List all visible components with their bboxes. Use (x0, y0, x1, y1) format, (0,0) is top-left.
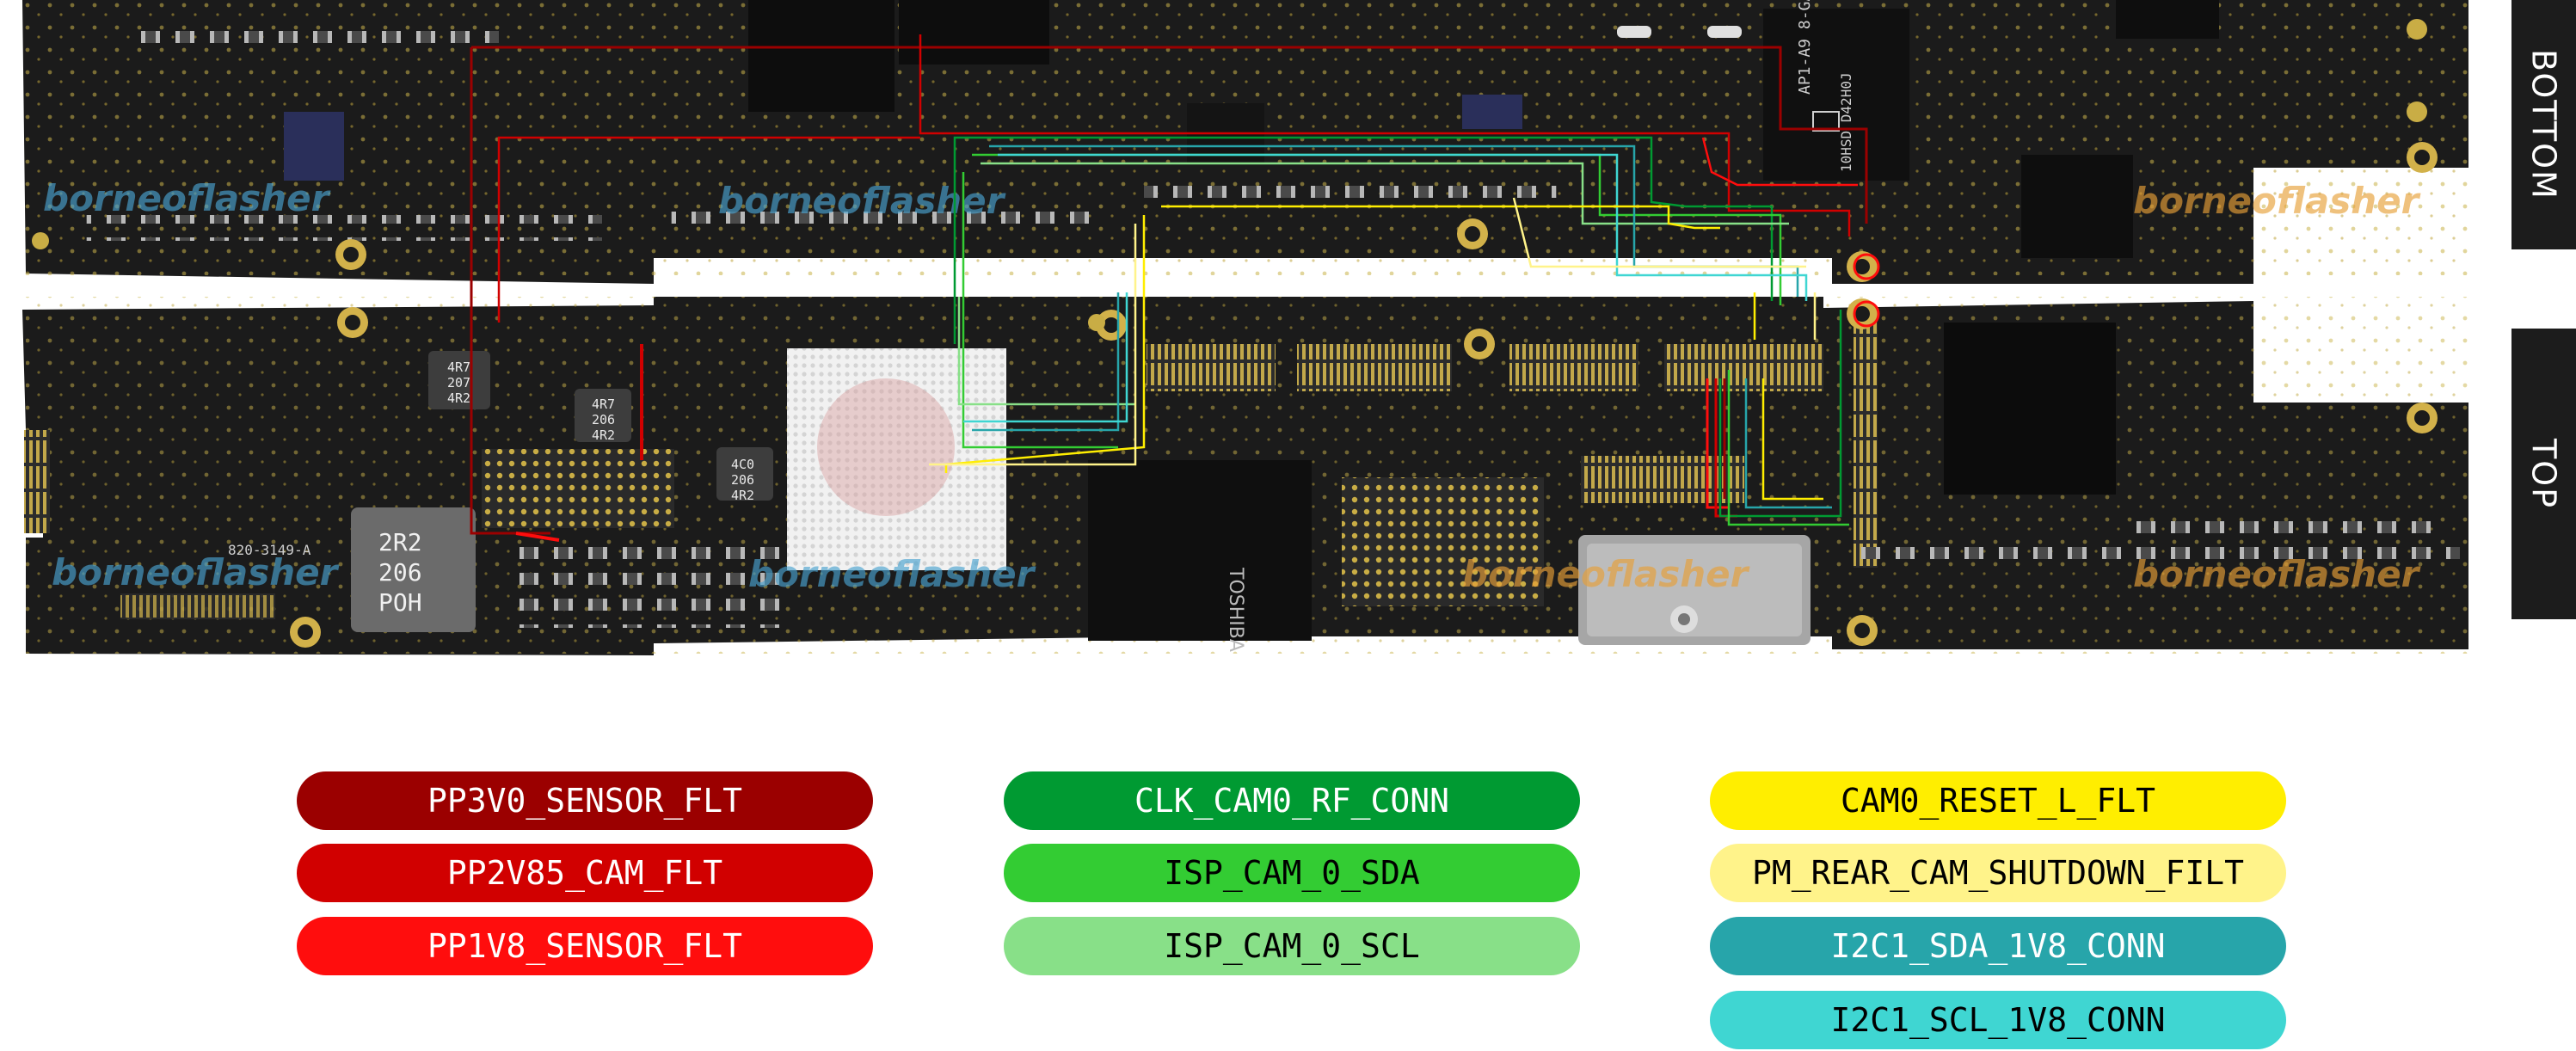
watermark-3: borneoflasher (2133, 180, 2421, 222)
legend-label: I2C1_SDA_1V8_CONN (1830, 927, 2166, 965)
legend-label: I2C1_SCL_1V8_CONN (1830, 1001, 2166, 1039)
big-inductor-marking: 2R2 (378, 528, 422, 556)
inductor-3-marking-2: 206 (731, 472, 754, 488)
watermarks: borneoflasher borneoflasher borneoflashe… (43, 177, 2421, 595)
legend-cam0-reset-l-flt: CAM0_RESET_L_FLT (1710, 771, 2286, 830)
signal-traces (470, 34, 1880, 542)
legend-i2c1-scl-1v8-conn: I2C1_SCL_1V8_CONN (1710, 991, 2286, 1049)
legend-pp3v0-sensor-flt: PP3V0_SENSOR_FLT (297, 771, 873, 830)
legend-label: PP1V8_SENSOR_FLT (427, 927, 743, 965)
legend-label: PP3V0_SENSOR_FLT (427, 782, 743, 820)
legend-isp-cam-0-sda: ISP_CAM_0_SDA (1004, 844, 1580, 902)
legend-label: PM_REAR_CAM_SHUTDOWN_FILT (1752, 854, 2244, 892)
svg-text:10HSD D42H0J: 10HSD D42H0J (1838, 72, 1854, 172)
legend-isp-cam-0-scl: ISP_CAM_0_SCL (1004, 917, 1580, 975)
bottom-view-label: BOTTOM (2524, 49, 2563, 200)
inductor-2-marking: 4R7 (592, 396, 615, 412)
legend-label: ISP_CAM_0_SCL (1164, 927, 1420, 965)
top-view-tab: TOP (2511, 329, 2576, 619)
watermark-5: borneoflasher (748, 553, 1036, 595)
watermark-7: borneoflasher (2133, 553, 2421, 595)
big-inductor-marking-2: 206 (378, 558, 422, 587)
nand-brand-label: TOSHIBA (1225, 567, 1246, 652)
pcb-board-diagram: AP1-A9 8-GAN-CJ5 10HSD D42H0J TOSHIBA (22, 0, 2468, 655)
inductor-1-marking-3: 4R2 (447, 390, 470, 406)
legend-clk-cam0-rf-conn: CLK_CAM0_RF_CONN (1004, 771, 1580, 830)
watermark-4: borneoflasher (52, 551, 340, 593)
legend-label: PP2V85_CAM_FLT (446, 854, 723, 892)
board-id-marking: 820-3149-A (228, 542, 311, 558)
watermark-2: borneoflasher (718, 180, 1006, 222)
legend-label: CLK_CAM0_RF_CONN (1134, 782, 1450, 820)
legend-i2c1-sda-1v8-conn: I2C1_SDA_1V8_CONN (1710, 917, 2286, 975)
inductor-2-marking-3: 4R2 (592, 427, 615, 443)
watermark-1: borneoflasher (43, 177, 331, 219)
legend-pp2v85-cam-flt: PP2V85_CAM_FLT (297, 844, 873, 902)
bottom-view-board: AP1-A9 8-GAN-CJ5 10HSD D42H0J (22, 0, 2468, 284)
top-view-label: TOP (2524, 438, 2563, 510)
inductor-1-marking-2: 207 (447, 375, 470, 390)
inductor-3-marking: 4C0 (731, 457, 754, 472)
legend-label: CAM0_RESET_L_FLT (1840, 782, 2156, 820)
inductor-2-marking-2: 206 (592, 412, 615, 427)
inductor-1-marking: 4R7 (447, 360, 470, 375)
svg-text:AP1-A9 8-GAN-CJ5: AP1-A9 8-GAN-CJ5 (1796, 0, 1814, 95)
big-inductor-marking-3: POH (378, 588, 422, 617)
legend-label: ISP_CAM_0_SDA (1164, 854, 1420, 892)
top-view-board: TOSHIBA 4R7 207 4R2 4R7 206 (22, 251, 2468, 655)
inductor-3-marking-3: 4R2 (731, 488, 754, 503)
legend-pp1v8-sensor-flt: PP1V8_SENSOR_FLT (297, 917, 873, 975)
watermark-6: borneoflasher (1462, 553, 1750, 595)
bottom-view-tab: BOTTOM (2511, 0, 2576, 249)
legend-pm-rear-cam-shutdown-filt: PM_REAR_CAM_SHUTDOWN_FILT (1710, 844, 2286, 902)
